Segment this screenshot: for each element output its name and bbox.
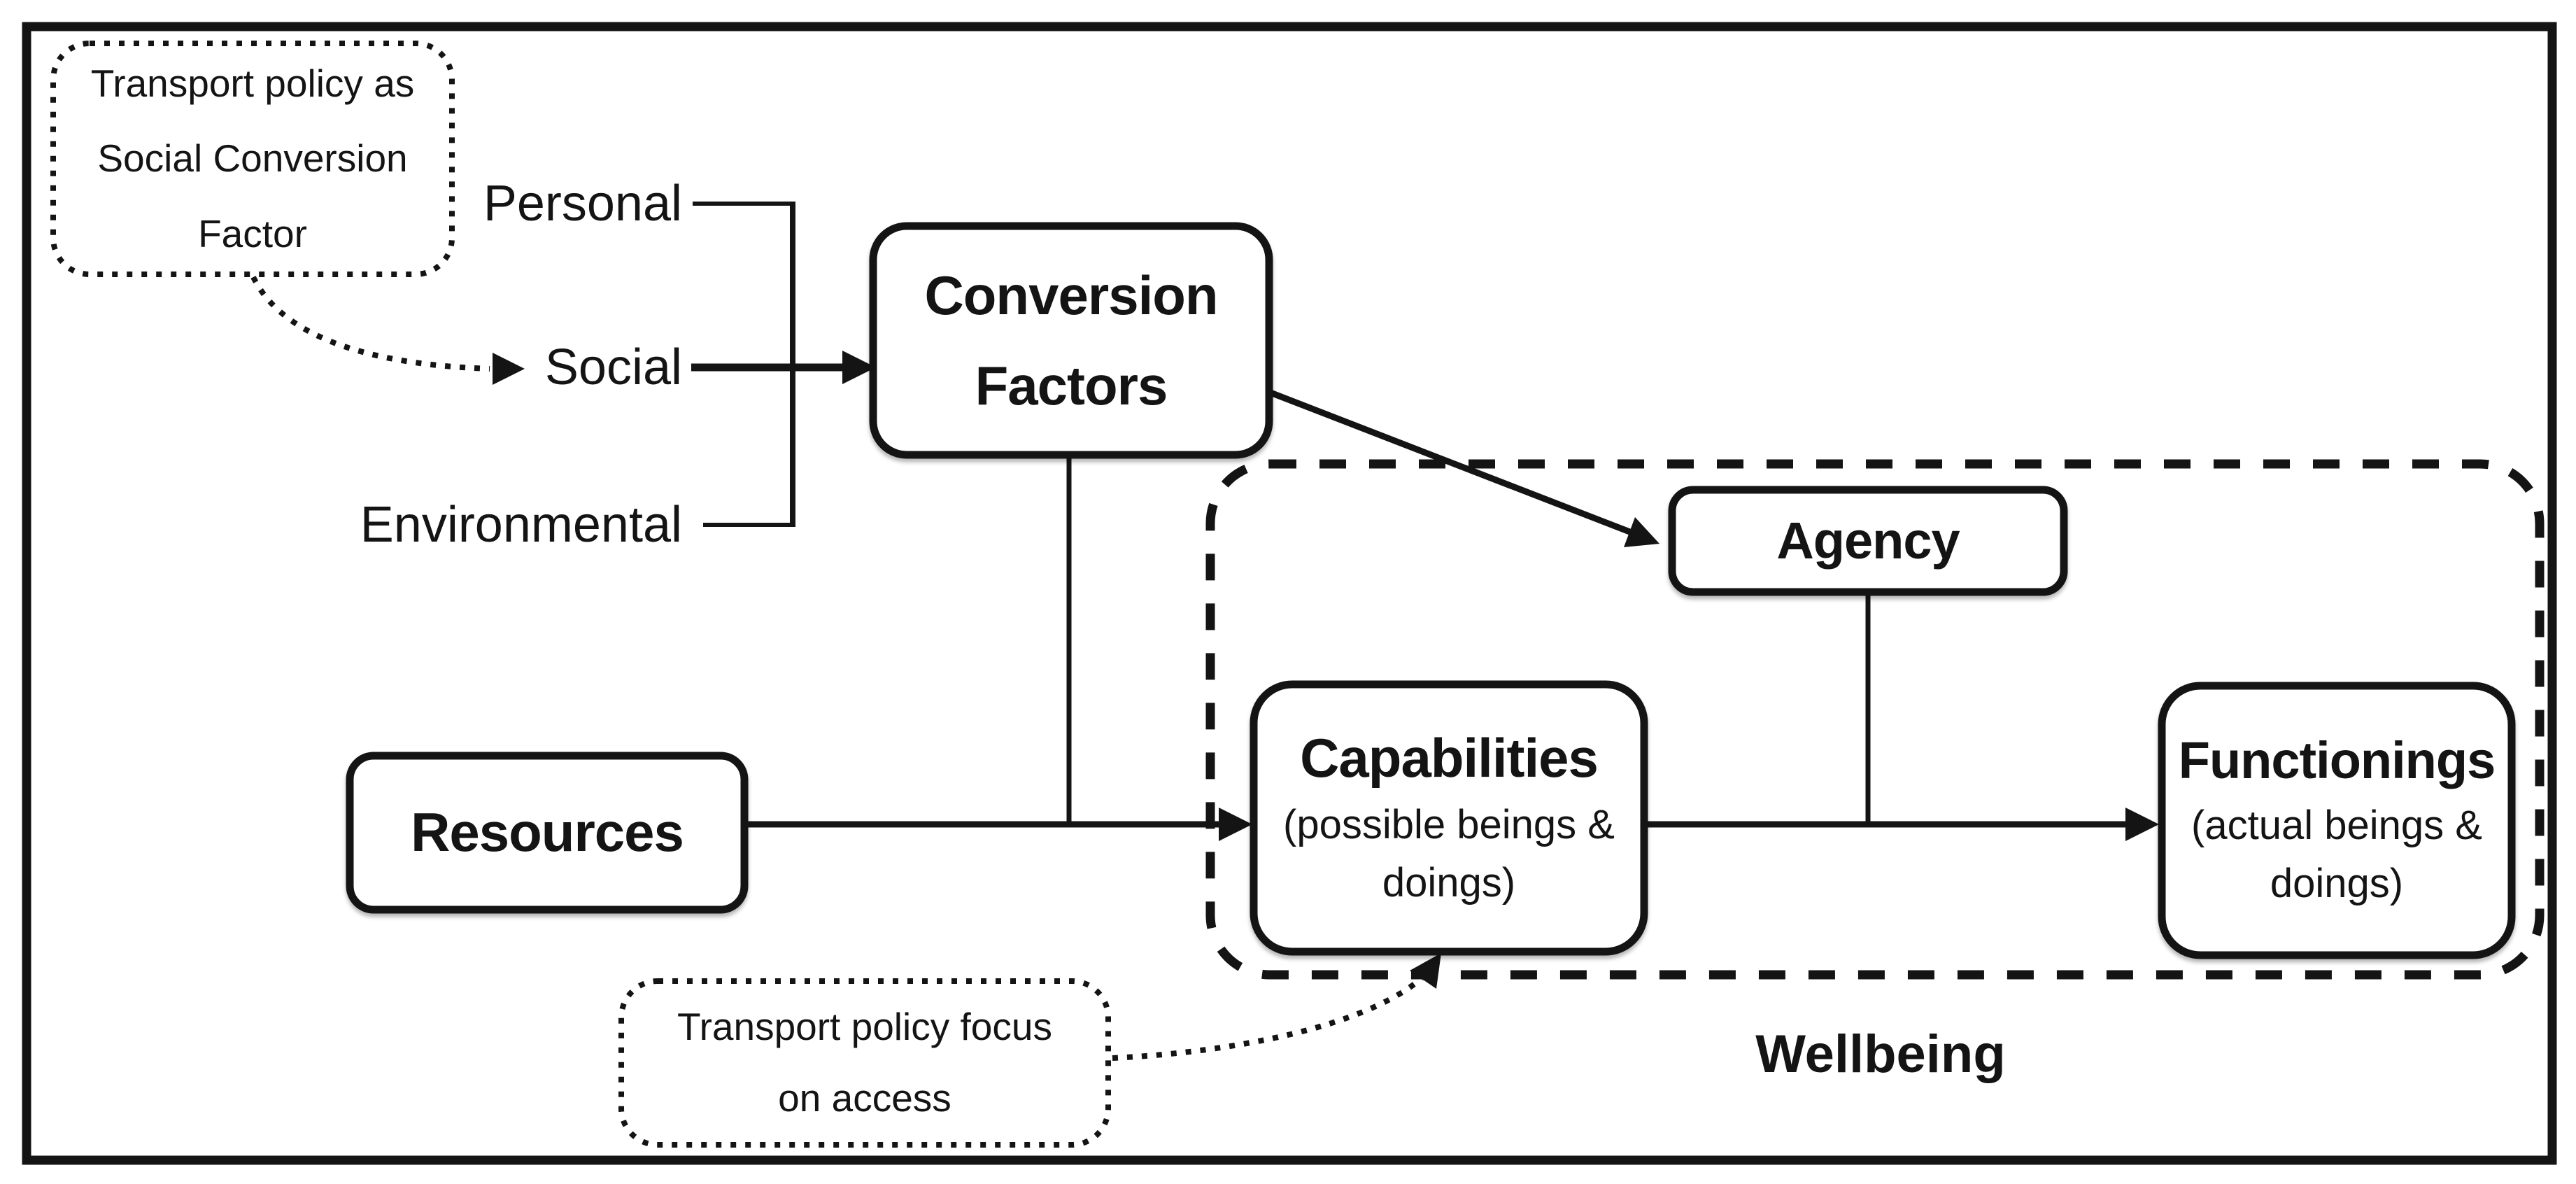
annotation-bottom-line: on access xyxy=(778,1076,951,1120)
policy-access-arrowhead xyxy=(1410,953,1441,989)
conversion-factors-line: Factors xyxy=(975,354,1168,416)
capabilities-sub: (possible beings & xyxy=(1283,802,1615,848)
resources-label-wrap: Resources xyxy=(350,756,744,910)
functionings-sub: (actual beings & xyxy=(2191,803,2482,849)
social-to-conversion-arrowhead xyxy=(842,351,876,384)
functionings-label: Functionings xyxy=(2178,731,2496,789)
functionings-sub: doings) xyxy=(2270,860,2404,906)
conversion-factors-box xyxy=(869,222,1273,459)
annotation-top-line: Factor xyxy=(198,211,307,255)
conversion-to-agency-arrow xyxy=(1264,387,1633,536)
label-personal: Personal xyxy=(483,176,682,232)
functionings-box xyxy=(2158,682,2516,959)
annotation-top-line: Transport policy as xyxy=(90,62,415,106)
resources-box xyxy=(346,752,749,914)
policy-social-conversion-arrowhead xyxy=(493,353,525,385)
resources-to-capabilities-arrowhead xyxy=(1219,808,1252,841)
annotation-top-line: Social Conversion xyxy=(97,136,408,181)
functionings-label-wrap: Functionings (actual beings & doings) xyxy=(2162,686,2512,955)
agency-label-wrap: Agency xyxy=(1672,490,2064,592)
resources-label: Resources xyxy=(411,801,684,864)
wellbeing-boundary xyxy=(1205,459,2545,980)
diagram-frame xyxy=(22,22,2557,1165)
label-social: Social xyxy=(544,339,682,395)
annotation-bottom-text: Transport policy focus on access xyxy=(621,981,1108,1145)
annotation-bottom-box xyxy=(618,978,1111,1148)
capabilities-label-wrap: Capabilities (possible beings & doings) xyxy=(1254,684,1644,952)
annotation-top-text: Transport policy as Social Conversion Fa… xyxy=(53,43,452,274)
conversion-factors-line: Conversion xyxy=(924,264,1218,326)
capabilities-sub: doings) xyxy=(1382,859,1516,905)
label-environmental: Environmental xyxy=(360,497,682,553)
capabilities-box xyxy=(1250,680,1648,956)
wellbeing-label: Wellbeing xyxy=(1755,1024,2006,1084)
agency-box xyxy=(1668,486,2068,596)
annotation-top-box xyxy=(50,41,455,277)
agency-label: Agency xyxy=(1776,511,1960,570)
annotation-bottom-line: Transport policy focus xyxy=(677,1005,1052,1049)
capabilities-to-functionings-arrowhead xyxy=(2125,808,2159,841)
policy-access-connector xyxy=(1112,975,1424,1061)
conversion-to-agency-arrowhead xyxy=(1624,517,1659,547)
conversion-factors-label: Conversion Factors xyxy=(873,226,1269,455)
capabilities-label: Capabilities xyxy=(1300,726,1599,789)
